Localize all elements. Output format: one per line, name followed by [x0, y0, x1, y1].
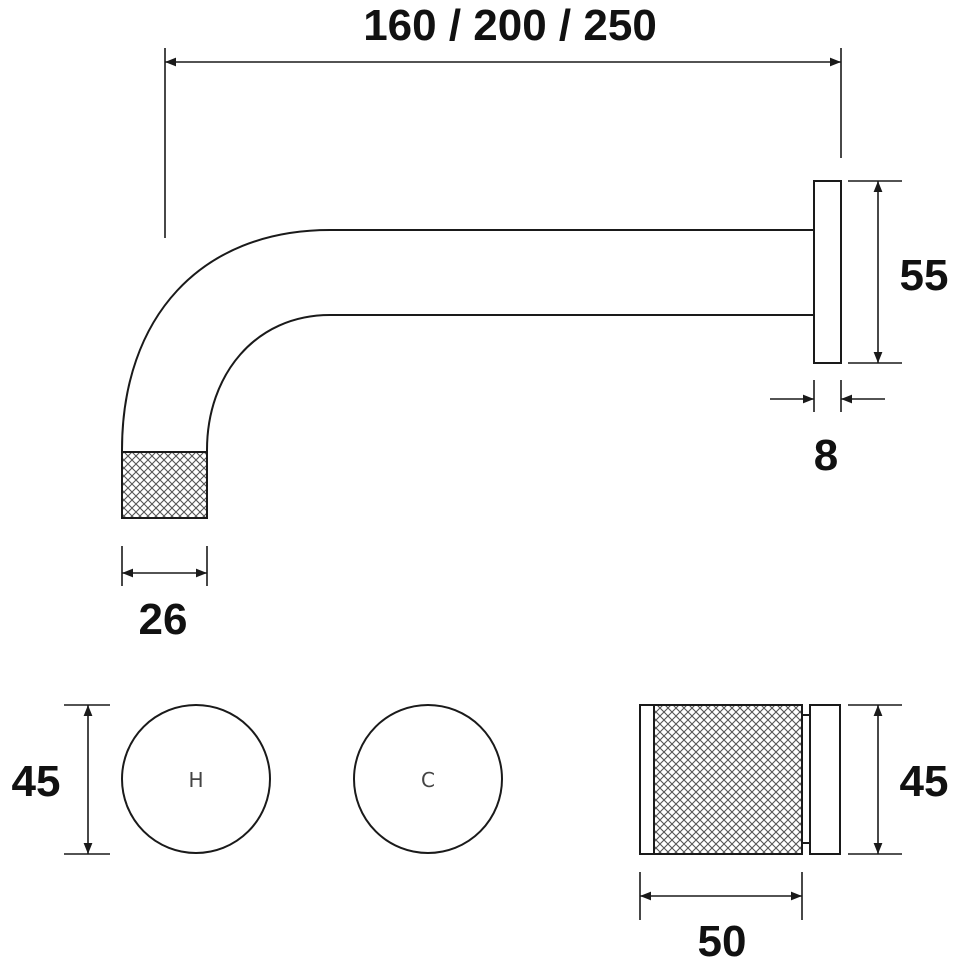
- handle-wall-plate: [809, 704, 841, 855]
- handle-depth-label: 50: [698, 917, 747, 960]
- plate-thickness-label: 8: [814, 431, 838, 480]
- handle-knurled-body: [653, 704, 803, 855]
- plate-thickness-dimension: 8: [770, 380, 885, 480]
- handle-side-height-dimension: 45: [848, 704, 949, 855]
- handle-diameter-dimension: 45: [12, 704, 110, 855]
- cold-handle: C: [353, 704, 503, 854]
- handle-spindle: [801, 714, 811, 844]
- plate-height-dimension: 55: [848, 180, 949, 364]
- hot-handle-label: H: [188, 768, 203, 792]
- spout-knurled-tip: [121, 451, 208, 519]
- handle-side-height-label: 45: [900, 757, 949, 806]
- plate-height-label: 55: [900, 251, 949, 300]
- wall-plate: [813, 180, 842, 364]
- spout-outer-edge: [121, 229, 815, 519]
- hot-handle-outline: [121, 704, 271, 854]
- spout-diameter-label: 26: [139, 595, 188, 644]
- spout-length-label: 160 / 200 / 250: [363, 1, 657, 50]
- cold-handle-label: C: [421, 768, 435, 792]
- handle-diameter-label: 45: [12, 757, 61, 806]
- hot-handle: H: [121, 704, 271, 854]
- handle-depth-dimension: 50: [639, 872, 803, 960]
- spout-inner-edge: [206, 314, 815, 519]
- handle-front-cap: [639, 704, 655, 855]
- handle-side-view: [639, 704, 841, 855]
- spout-length-dimension: 160 / 200 / 250: [164, 1, 842, 238]
- cold-handle-outline: [353, 704, 503, 854]
- spout-side-view: [121, 180, 842, 519]
- spout-diameter-dimension: 26: [121, 546, 208, 644]
